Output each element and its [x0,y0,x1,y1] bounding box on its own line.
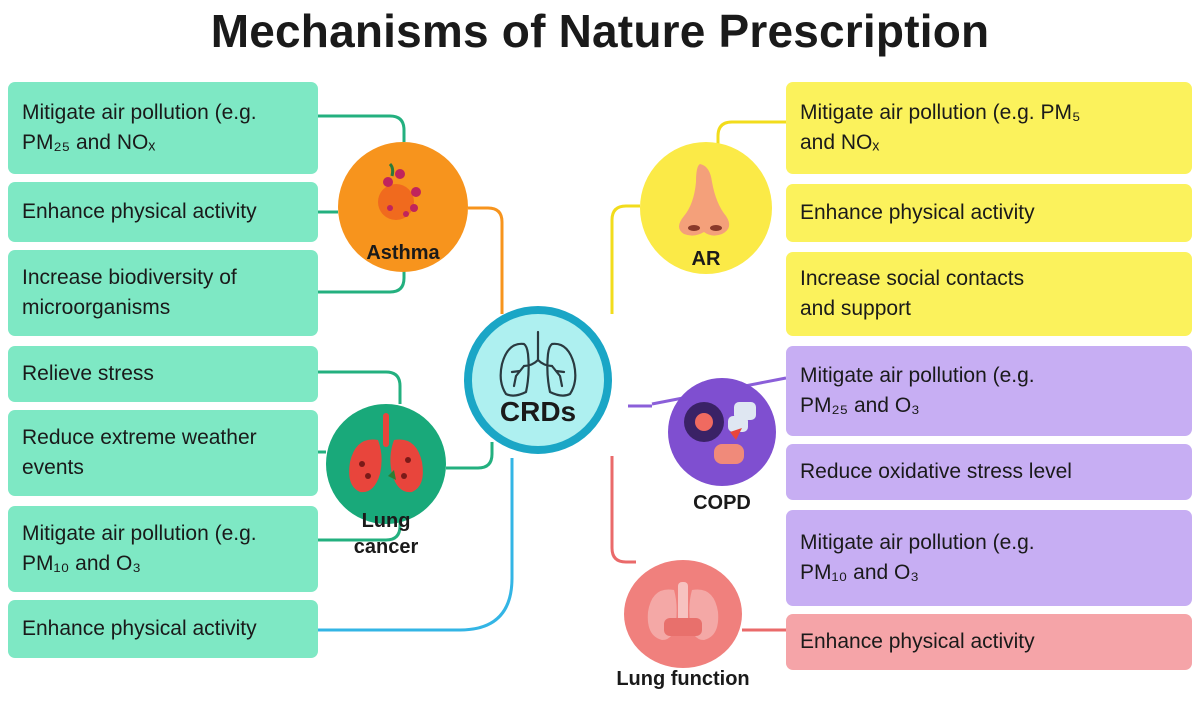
right-box-air-pollution-pm5: Mitigate air pollution (e.g. PM₅ and NOₓ [786,82,1192,174]
box-text-line: Increase social contacts [800,267,1025,290]
box-text-line: Enhance physical activity [22,617,257,640]
box-text-line: Mitigate air pollution (e.g. [800,364,1035,387]
allergen-cell-icon [378,162,421,220]
box-text-line: Mitigate air pollution (e.g. [22,101,257,124]
copd-label: COPD [693,492,751,514]
box-text-line: Mitigate air pollution (e.g. [22,522,257,545]
left-box-physical-activity: Enhance physical activity [8,182,318,242]
connector-asthma-center [468,206,504,314]
box-text-line: Reduce oxidative stress level [800,460,1072,483]
box-text-line: and NOₓ [800,131,880,154]
lung-cancer-label-line2: cancer [353,536,419,558]
left-box-air-pollution-pm10: Mitigate air pollution (e.g. PM₁₀ and O₃ [8,506,318,592]
connector-lungcancer-box1 [318,370,402,404]
box-text-line: Enhance physical activity [800,201,1035,224]
box-text-line: PM₁₀ and O₃ [800,561,919,584]
left-box-extreme-weather: Reduce extreme weather events [8,410,318,496]
center-node-crds: CRDs [464,306,612,454]
box-text-line: events [22,456,84,479]
lung-function-label: Lung function [616,668,750,690]
box-text-line: Reduce extreme weather [22,426,257,449]
center-label: CRDs [499,396,577,427]
node-copd: COPD [668,378,776,514]
right-box-physical-activity: Enhance physical activity [786,184,1192,242]
box-text-line: Relieve stress [22,362,154,385]
box-text-line: Mitigate air pollution (e.g. PM₅ [800,101,1081,124]
left-box-physical-activity-2: Enhance physical activity [8,600,318,658]
right-box-air-pollution-pm10: Mitigate air pollution (e.g. PM₁₀ and O₃ [786,510,1192,606]
connector-box7-center [318,458,514,632]
lung-cancer-label: Lung cancer [322,508,450,560]
connector-asthma-box1 [318,114,406,142]
box-text-line: Enhance physical activity [800,630,1035,653]
connector-lungfunction-center [610,456,636,564]
box-text-line: Mitigate air pollution (e.g. [800,531,1035,554]
node-lung-function: Lung function [616,560,750,690]
connector-lungcancer-center [446,442,494,470]
nose-icon [679,164,730,236]
lungs-outline-icon [499,330,577,397]
box-text-line: PM₂₅ and NOₓ [22,131,156,154]
diseased-lungs-icon [349,413,423,493]
connector-ar-center [610,204,640,314]
left-box-biodiversity: Increase biodiversity of microorganisms [8,250,318,336]
connector-ar-box1 [716,120,786,150]
right-box-social-contacts: Increase social contacts and support [786,252,1192,336]
box-text-line: Enhance physical activity [22,200,257,223]
copd-cells-icon [684,402,756,464]
connector-asthma-box3 [318,268,406,294]
box-text-line: and support [800,297,911,320]
box-text-line: Increase biodiversity of [22,266,237,289]
node-ar: AR [640,142,772,274]
box-text-line: PM₁₀ and O₃ [22,552,141,575]
trachea-lungs-icon [647,582,719,640]
box-text-line: PM₂₅ and O₃ [800,394,920,417]
connector-lungcancer-box3 [318,516,402,542]
lung-cancer-label-line1: Lung [361,510,411,532]
node-lung-cancer: Lung cancer [326,404,446,558]
right-box-physical-activity-2: Enhance physical activity [786,614,1192,670]
node-asthma: Asthma [338,142,468,272]
asthma-label: Asthma [366,242,440,264]
left-box-air-pollution-pm25: Mitigate air pollution (e.g. PM₂₅ and NO… [8,82,318,174]
left-box-relieve-stress: Relieve stress [8,346,318,402]
page-title: Mechanisms of Nature Prescription [210,5,990,57]
right-box-air-pollution-pm25: Mitigate air pollution (e.g. PM₂₅ and O₃ [786,346,1192,436]
box-text-line: microorganisms [22,296,171,319]
right-box-oxidative-stress: Reduce oxidative stress level [786,444,1192,500]
ar-label: AR [691,248,721,270]
